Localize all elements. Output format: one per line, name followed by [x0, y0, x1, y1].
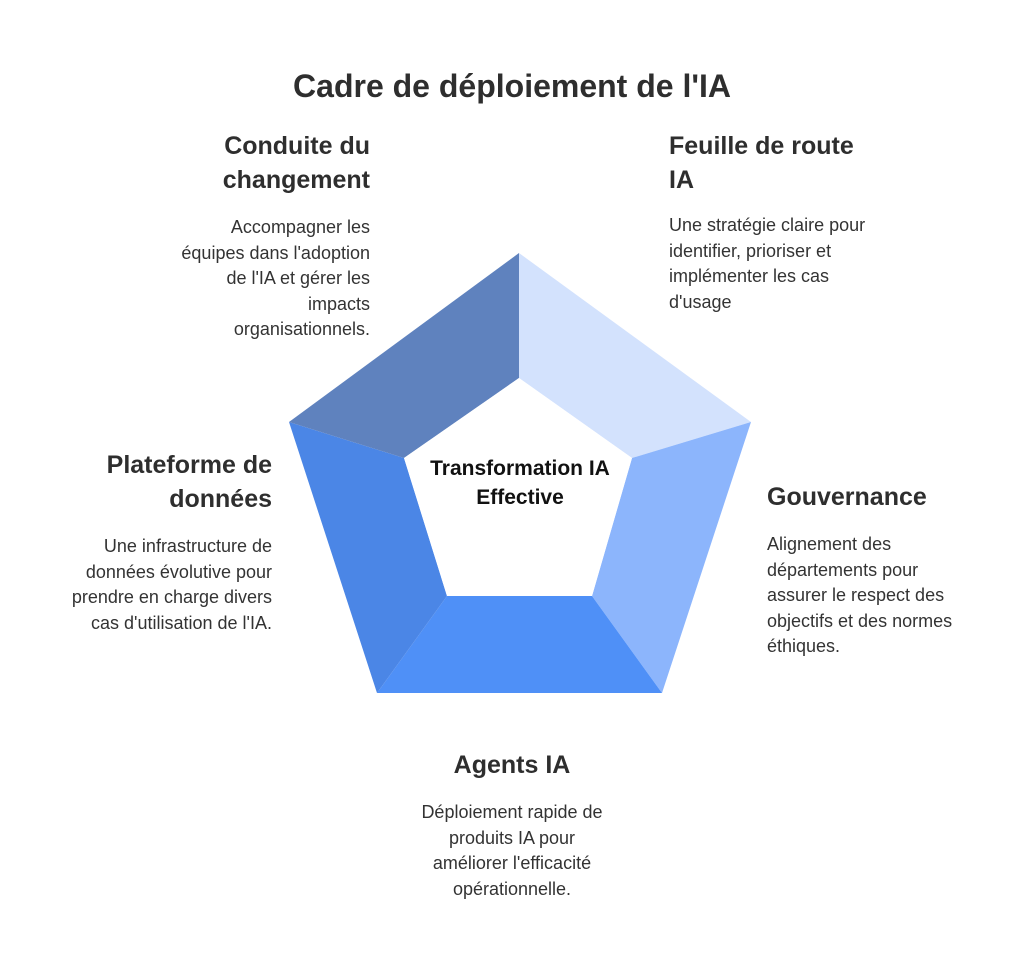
segment-plateforme: [289, 422, 447, 693]
text-agents: Déploiement rapide de produits IA pour a…: [421, 802, 603, 899]
heading-conduite: Conduite du changement: [222, 132, 370, 194]
heading-plateforme: Plateforme de données: [106, 451, 272, 513]
text-conduite: Accompagner les équipes dans l'adoption …: [181, 217, 370, 339]
block-roadmap: Feuille de route IA Une stratégie claire…: [669, 129, 929, 315]
center-pentagon: [404, 378, 632, 596]
diagram-title: Cadre de déploiement de l'IA: [293, 68, 731, 104]
text-roadmap: Une stratégie claire pour identifier, pr…: [669, 215, 866, 312]
text-gouvernance: Alignement des départements pour assurer…: [767, 534, 953, 656]
block-conduite: Conduite du changement Accompagner les é…: [130, 129, 370, 343]
segment-gouvernance: [592, 422, 751, 693]
segment-roadmap: [519, 253, 751, 458]
segment-conduite: [289, 253, 519, 458]
heading-agents: Agents IA: [453, 751, 571, 779]
center-label: Transformation IA Effective: [430, 457, 610, 509]
segment-agents: [377, 596, 662, 693]
heading-roadmap: Feuille de route IA: [669, 132, 854, 194]
heading-gouvernance: Gouvernance: [767, 483, 927, 511]
block-plateforme: Plateforme de données Une infrastructure…: [20, 448, 272, 636]
block-agents: Agents IA Déploiement rapide de produits…: [392, 748, 632, 902]
block-gouvernance: Gouvernance Alignement des départements …: [767, 480, 1007, 660]
text-plateforme: Une infrastructure de données évolutive …: [71, 536, 272, 633]
